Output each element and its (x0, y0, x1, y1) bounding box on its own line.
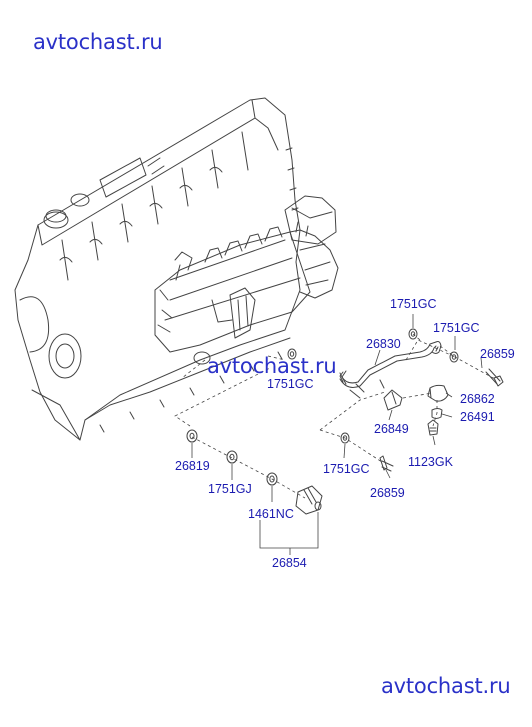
engine-block (14, 97, 301, 441)
part-label-26491[interactable]: 26491 (460, 410, 495, 424)
oil-pipe-assembly (339, 341, 442, 399)
part-label-1751gj[interactable]: 1751GJ (208, 482, 252, 496)
part-label-26862[interactable]: 26862 (460, 392, 495, 406)
part-label-1123gk[interactable]: 1123GK (408, 455, 453, 469)
part-label-1461nc[interactable]: 1461NC (248, 507, 294, 521)
part-label-26849[interactable]: 26849 (374, 422, 409, 436)
injection-pump (154, 195, 339, 365)
part-label-26830[interactable]: 26830 (366, 337, 401, 351)
watermark-bottom: avtochast.ru (381, 674, 511, 698)
part-label-26859-bottom[interactable]: 26859 (370, 486, 405, 500)
part-label-1751gc-right[interactable]: 1751GC (433, 321, 480, 335)
watermark-middle: avtochast.ru (207, 354, 337, 378)
part-label-1751gc-bottom[interactable]: 1751GC (323, 462, 370, 476)
part-label-26819[interactable]: 26819 (175, 459, 210, 473)
leader-lines (191, 314, 483, 555)
part-label-1751gc-middle[interactable]: 1751GC (267, 377, 314, 391)
small-parts (186, 328, 504, 515)
part-label-26859-top[interactable]: 26859 (480, 347, 515, 361)
part-label-1751gc-top[interactable]: 1751GC (390, 297, 437, 311)
watermark-top: avtochast.ru (33, 30, 163, 54)
part-label-26854[interactable]: 26854 (272, 556, 307, 570)
dashed-guide-lines (174, 333, 496, 499)
